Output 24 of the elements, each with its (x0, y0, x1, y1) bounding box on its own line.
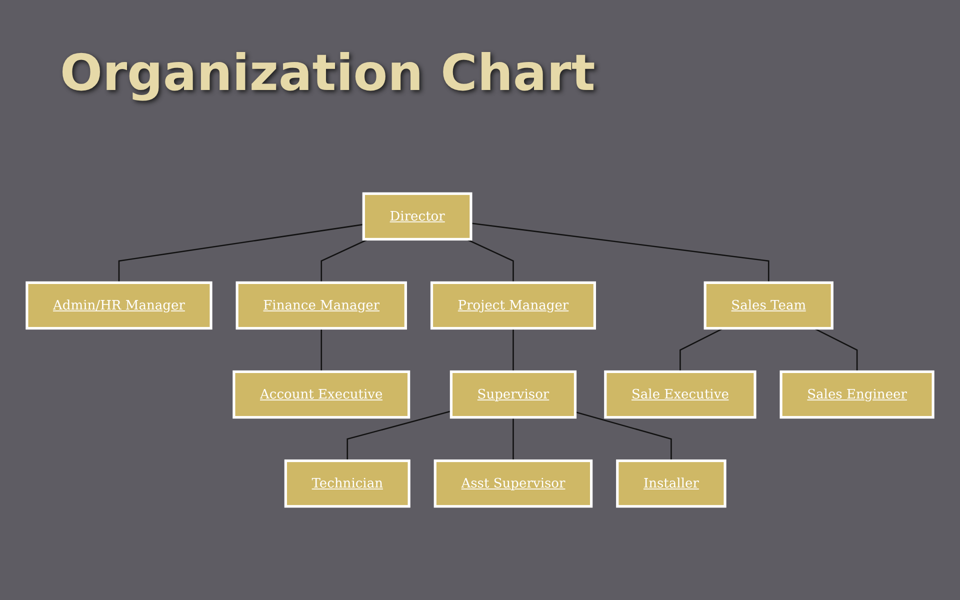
connector (470, 222, 770, 283)
connector (320, 238, 368, 283)
node-box: Admin/HR Manager (26, 281, 212, 330)
node-box: Director (362, 192, 472, 241)
node-box: Sales Team (704, 281, 834, 330)
node-box: Account Executive (232, 370, 410, 419)
node-box: Sales Engineer (780, 370, 934, 419)
connector (512, 417, 514, 461)
node-box: Supervisor (450, 370, 577, 419)
connector (814, 328, 858, 372)
chart-title: Organization Chart (60, 44, 596, 102)
connector (466, 238, 514, 283)
node-box: Asst Supervisor (434, 459, 593, 508)
connector (320, 328, 322, 372)
node-box: Technician (284, 459, 410, 508)
node-box: Project Manager (430, 281, 596, 330)
connector (118, 224, 364, 283)
connector (346, 410, 452, 461)
node-box: Sale Executive (604, 370, 756, 419)
connector (575, 411, 672, 461)
node-box: Installer (616, 459, 726, 508)
connector (680, 328, 724, 372)
connector (512, 328, 514, 372)
node-box: Finance Manager (236, 281, 407, 330)
